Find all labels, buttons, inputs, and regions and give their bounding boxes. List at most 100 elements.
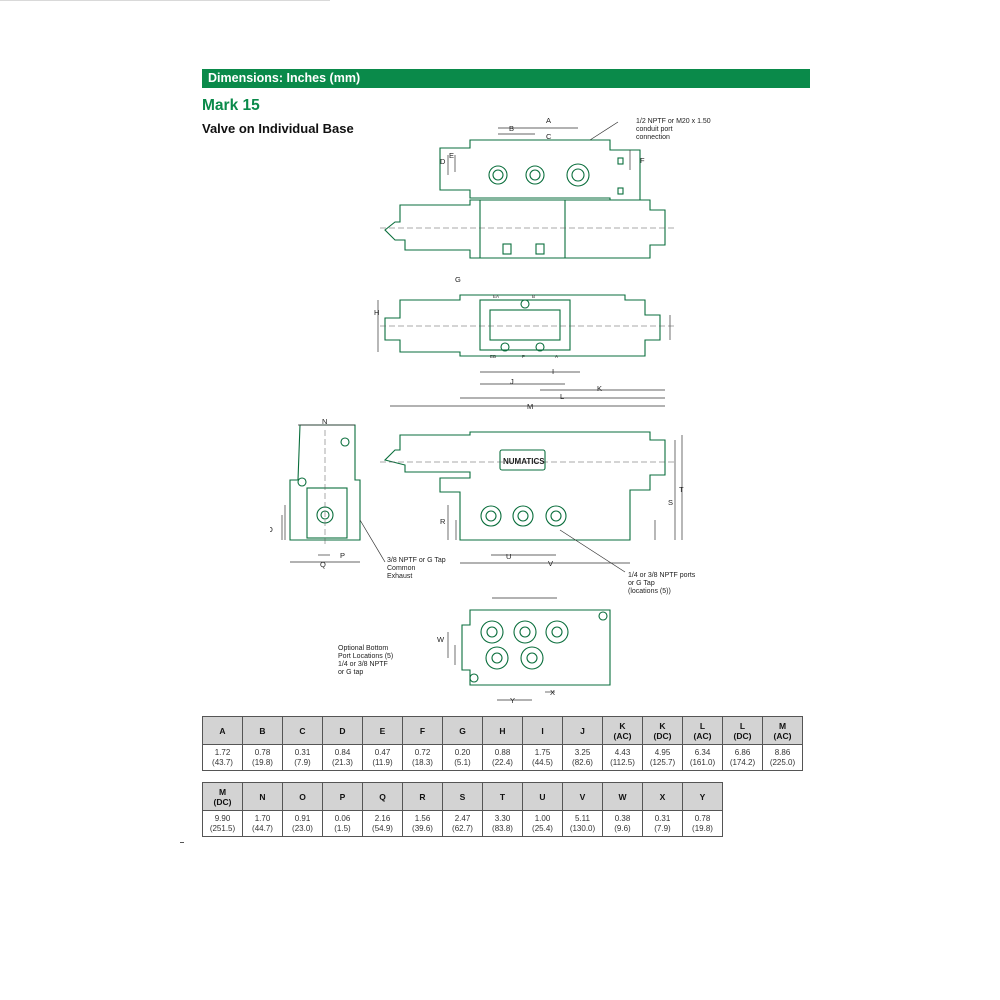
table-header-cell: S xyxy=(442,782,483,811)
table-header-cell: I xyxy=(522,716,563,745)
end-view-body xyxy=(289,424,361,541)
dim-label-k: K xyxy=(597,384,602,393)
port-mark-a: A xyxy=(555,354,558,359)
table-value-cell: 0.06(1.5) xyxy=(322,810,363,837)
dim-label-m: M xyxy=(527,402,533,411)
table-value-cell: 2.47(62.7) xyxy=(442,810,483,837)
dim-label-l: L xyxy=(560,392,564,401)
table-value-cell: 8.86(225.0) xyxy=(762,744,803,771)
footer-dash xyxy=(180,842,184,843)
table-header-cell: X xyxy=(642,782,683,811)
dim-label-t: T xyxy=(679,485,684,494)
table-header-cell: Y xyxy=(682,782,723,811)
front-view-body xyxy=(384,199,666,259)
table-header-cell: F xyxy=(402,716,443,745)
table-header-cell: U xyxy=(522,782,563,811)
table-header-cell: M(AC) xyxy=(762,716,803,745)
table-header-cell: R xyxy=(402,782,443,811)
table-value-cell: 0.91(23.0) xyxy=(282,810,323,837)
dim-label-f: F xyxy=(640,156,645,165)
table-value-cell: 2.16(54.9) xyxy=(362,810,403,837)
table-value-cell: 0.78(19.8) xyxy=(242,744,283,771)
table-header-cell: K(DC) xyxy=(642,716,683,745)
dimension-drawing: A B C D E F G H I J K L M N O P Q R S T … xyxy=(270,116,684,705)
dim-label-w: W xyxy=(437,635,445,644)
table-value-cell: 1.75(44.5) xyxy=(522,744,563,771)
dim-label-x: X xyxy=(550,688,555,697)
table-header-cell: W xyxy=(602,782,643,811)
table-header-cell: D xyxy=(322,716,363,745)
lower-view-body xyxy=(383,431,666,541)
table-header-cell: L(DC) xyxy=(722,716,763,745)
table-header-cell: A xyxy=(202,716,243,745)
table-header-cell: Q xyxy=(362,782,403,811)
table-value-cell: 0.47(11.9) xyxy=(362,744,403,771)
table-value-cell: 5.11(130.0) xyxy=(562,810,603,837)
middle-view-body xyxy=(384,294,661,357)
bottom-ports-note: Optional Bottom Port Locations (5) 1/4 o… xyxy=(338,645,394,676)
dim-label-a: A xyxy=(546,116,551,125)
exhaust-note: 3/8 NPTF or G Tap Common Exhaust xyxy=(387,557,446,580)
dim-label-h: H xyxy=(374,308,379,317)
table-value-cell: 3.30(83.8) xyxy=(482,810,523,837)
table-header-cell: J xyxy=(562,716,603,745)
table-value-cell: 6.34(161.0) xyxy=(682,744,723,771)
port-mark-eb: EB xyxy=(490,354,496,359)
dim-label-j: J xyxy=(510,377,514,386)
port-mark-ea: EA xyxy=(493,294,499,299)
dim-label-o: O xyxy=(270,525,273,534)
table-value-cell: 0.31(7.9) xyxy=(642,810,683,837)
port-mark-p: P xyxy=(522,354,525,359)
table-value-cell: 3.25(82.6) xyxy=(562,744,603,771)
dim-label-g: G xyxy=(455,275,461,284)
table-header-cell: N xyxy=(242,782,283,811)
table-value-cell: 1.70(44.7) xyxy=(242,810,283,837)
table-header-cell: H xyxy=(482,716,523,745)
table-header-cell: M(DC) xyxy=(202,782,243,811)
dim-label-e: E xyxy=(449,151,454,160)
dim-label-d: D xyxy=(440,157,446,166)
table-value-cell: 0.78(19.8) xyxy=(682,810,723,837)
table-value-cell: 1.00(25.4) xyxy=(522,810,563,837)
table-header-cell: P xyxy=(322,782,363,811)
table-value-cell: 0.31(7.9) xyxy=(282,744,323,771)
table-header-cell: B xyxy=(242,716,283,745)
table-value-cell: 0.20(5.1) xyxy=(442,744,483,771)
table-value-cell: 1.56(39.6) xyxy=(402,810,443,837)
dim-label-y: Y xyxy=(510,696,515,705)
ports-note: 1/4 or 3/8 NPTF ports or G Tap (location… xyxy=(628,572,696,595)
dim-label-p: P xyxy=(340,551,345,560)
bottom-view-body xyxy=(461,609,611,686)
table-header-cell: K(AC) xyxy=(602,716,643,745)
table-value-cell: 4.95(125.7) xyxy=(642,744,683,771)
table-value-cell: 0.72(18.3) xyxy=(402,744,443,771)
dim-label-i: I xyxy=(552,367,554,376)
table-header-cell: T xyxy=(482,782,523,811)
dim-label-s: S xyxy=(668,498,673,507)
table-value-cell: 0.84(21.3) xyxy=(322,744,363,771)
table-header-cell: G xyxy=(442,716,483,745)
dim-label-v: V xyxy=(548,559,553,568)
table-header-cell: O xyxy=(282,782,323,811)
table-value-cell: 0.38(9.6) xyxy=(602,810,643,837)
dim-label-n: N xyxy=(322,417,327,426)
conduit-note: 1/2 NPTF or M20 x 1.50 conduit port conn… xyxy=(636,118,711,141)
table-value-cell: 0.88(22.4) xyxy=(482,744,523,771)
table-value-cell: 9.90(251.5) xyxy=(202,810,243,837)
table-header-cell: C xyxy=(282,716,323,745)
table-value-cell: 4.43(112.5) xyxy=(602,744,643,771)
dim-label-c: C xyxy=(546,132,552,141)
subtitle: Valve on Individual Base xyxy=(202,121,354,136)
dim-label-q: Q xyxy=(320,560,326,569)
top-rule xyxy=(0,0,330,1)
top-view-body xyxy=(439,139,641,201)
table-value-cell: 1.72(43.7) xyxy=(202,744,243,771)
port-mark-b: B xyxy=(532,294,535,299)
dim-label-u: U xyxy=(506,552,511,561)
model-title: Mark 15 xyxy=(202,97,260,114)
dim-label-b: B xyxy=(509,124,514,133)
